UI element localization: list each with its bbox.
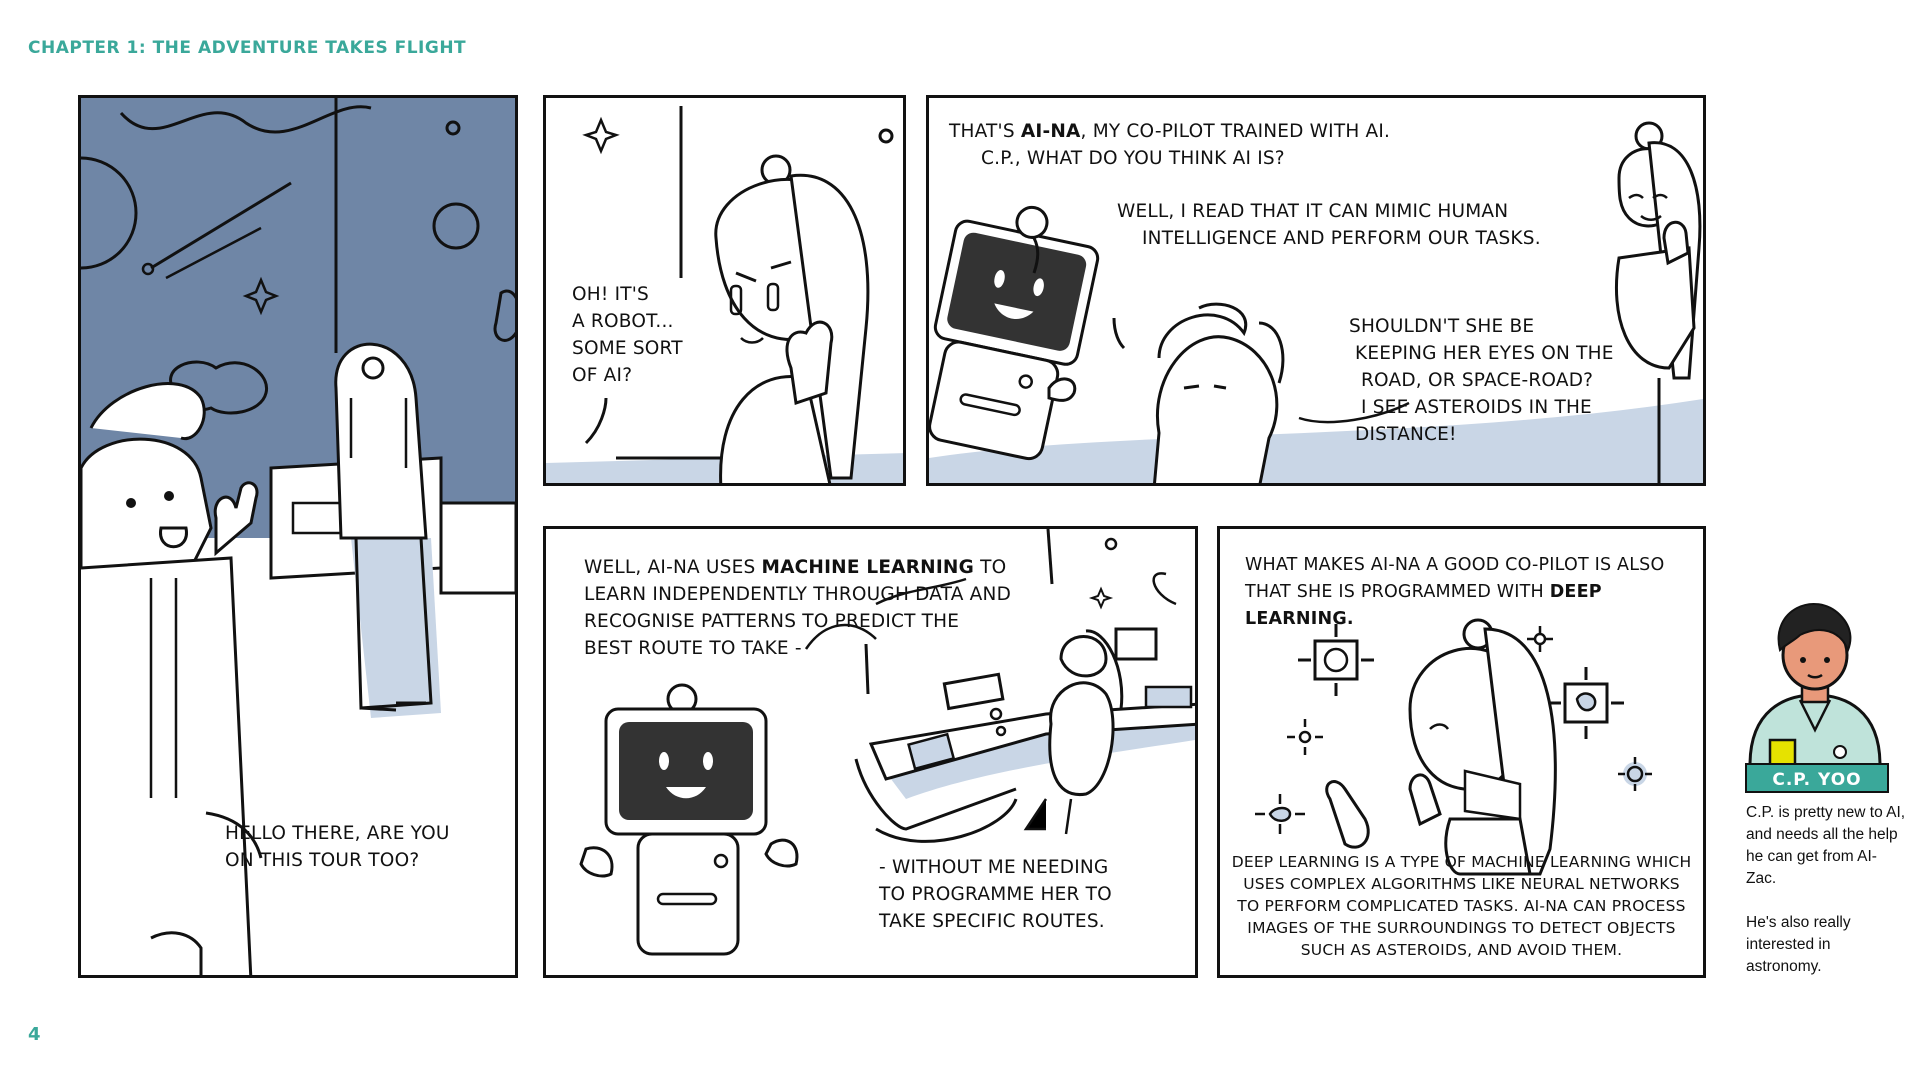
page-number: 4 <box>28 1024 41 1045</box>
speech-cp-line2: INTELLIGENCE AND PERFORM OUR TASKS. <box>1142 228 1541 249</box>
speech-aina-bold: AI-NA <box>1020 121 1081 142</box>
speech-robot-l1: OH! IT'S <box>572 284 649 305</box>
dl-note-line3: TO PERFORM COMPLICATED TASKS. AI-NA CAN … <box>1237 897 1686 915</box>
speech-robot-l4: OF AI? <box>572 365 633 386</box>
dl-intro-line1: WHAT MAKES AI-NA A GOOD CO-PILOT IS ALSO <box>1245 555 1665 575</box>
speech-zac-line1: SHOULDN'T SHE BE <box>1349 316 1535 337</box>
speech-ml-pre: WELL, AI-NA USES <box>584 557 762 578</box>
speech-cp-line1: WELL, I READ THAT IT CAN MIMIC HUMAN <box>1117 201 1509 222</box>
speech-ml-line3: RECOGNISE PATTERNS TO PREDICT THE <box>584 611 960 632</box>
comic-panel-2: OH! IT'S A ROBOT... SOME SORT OF AI? <box>543 95 906 486</box>
character-name-badge: C.P. YOO <box>1745 763 1889 793</box>
speech-robot-l2: A ROBOT... <box>572 311 674 332</box>
speech-zac-line2: KEEPING HER EYES ON THE <box>1355 343 1614 364</box>
character-portrait <box>1748 603 1882 765</box>
speech-zac-line4: I SEE ASTEROIDS IN THE <box>1361 397 1592 418</box>
speech-zac-line5: DISTANCE! <box>1355 424 1457 445</box>
comic-panel-5: WHAT MAKES AI-NA A GOOD CO-PILOT IS ALSO… <box>1217 526 1706 978</box>
speech-hello-line2: ON THIS TOUR TOO? <box>225 850 420 871</box>
speech-hello-line1: HELLO THERE, ARE YOU <box>225 823 450 844</box>
speech-aina-line1: THAT'S AI-NA, MY CO-PILOT TRAINED WITH A… <box>949 118 1390 145</box>
comic-panel-1: HELLO THERE, ARE YOU ON THIS TOUR TOO? <box>78 95 518 978</box>
speech-ml2-line1: - WITHOUT ME NEEDING <box>879 857 1109 878</box>
speech-ml-post: TO <box>973 557 1007 578</box>
dl-intro-line2: THAT SHE IS PROGRAMMED WITH DEEP LEARNIN… <box>1245 579 1703 633</box>
speech-aina-pre: THAT'S <box>949 121 1021 142</box>
speech-ml-line4: BEST ROUTE TO TAKE - <box>584 638 802 659</box>
dl-note-line5: SUCH AS ASTEROIDS, AND AVOID THEM. <box>1300 941 1623 959</box>
speech-ml-line1: WELL, AI-NA USES MACHINE LEARNING TO <box>584 554 1006 581</box>
comic-panel-4: WELL, AI-NA USES MACHINE LEARNING TO LEA… <box>543 526 1198 978</box>
dl-intro-bold: DEEP LEARNING. <box>1245 582 1602 629</box>
speech-ml-line2: LEARN INDEPENDENTLY THROUGH DATA AND <box>584 584 1012 605</box>
speech-aina-post: , MY CO-PILOT TRAINED WITH AI. <box>1080 121 1391 142</box>
speech-ml-bold: MACHINE LEARNING <box>761 557 974 578</box>
panel-5-art <box>1255 618 1652 876</box>
character-description: C.P. is pretty new to AI, and needs all … <box>1746 802 1906 978</box>
speech-ml2-line2: TO PROGRAMME HER TO <box>879 884 1112 905</box>
speech-robot-l3: SOME SORT <box>572 338 683 359</box>
speech-aina-line2: C.P., WHAT DO YOU THINK AI IS? <box>981 148 1285 169</box>
dl-note-line1: DEEP LEARNING IS A TYPE OF MACHINE LEARN… <box>1231 853 1692 871</box>
dl-note-line2: USES COMPLEX ALGORITHMS LIKE NEURAL NETW… <box>1243 875 1680 893</box>
dl-note-line4: IMAGES OF THE SURROUNDINGS TO DETECT OBJ… <box>1247 919 1676 937</box>
character-desc-2: He's also really interested in astronomy… <box>1746 914 1851 975</box>
character-desc-1: C.P. is pretty new to AI, and needs all … <box>1746 804 1906 887</box>
comic-panel-3: THAT'S AI-NA, MY CO-PILOT TRAINED WITH A… <box>926 95 1706 486</box>
panel-3-art <box>929 121 1703 483</box>
panel-4-art <box>579 529 1195 956</box>
panel-1-art <box>81 98 515 975</box>
speech-zac-line3: ROAD, OR SPACE-ROAD? <box>1361 370 1594 391</box>
panel-2-art <box>546 106 903 483</box>
chapter-title: CHAPTER 1: THE ADVENTURE TAKES FLIGHT <box>28 38 467 58</box>
dl-intro-pre: THAT SHE IS PROGRAMMED WITH <box>1245 582 1550 602</box>
speech-ml2-line3: TAKE SPECIFIC ROUTES. <box>879 911 1105 932</box>
